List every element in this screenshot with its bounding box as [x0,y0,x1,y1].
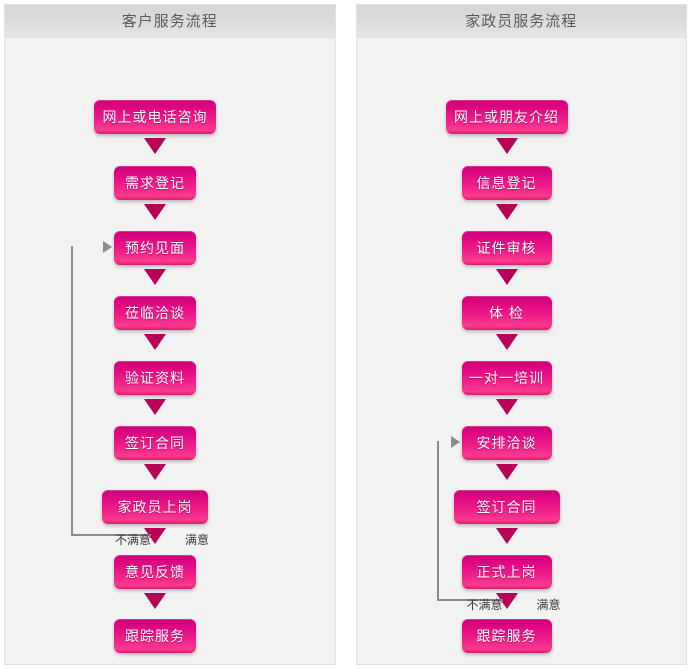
loop-label-unsatisfied-customer: 不满意 [115,533,152,547]
flow-node-housekeeper-7[interactable]: 签订合同 [453,490,560,524]
arrow-down-icon-housekeeper-6 [495,464,518,480]
arrow-down-icon-customer-2 [144,204,166,220]
arrow-down-icon-customer-6 [144,464,166,480]
flow-node-customer-3[interactable]: 预约见面 [114,231,196,265]
flow-node-housekeeper-9[interactable]: 跟踪服务 [461,619,552,653]
panel-header-housekeeper: 家政员服务流程 [356,5,686,38]
arrow-down-icon-housekeeper-2 [495,204,518,220]
panel-header-customer: 客户服务流程 [5,5,335,38]
arrow-down-icon-housekeeper-7 [495,528,518,544]
feedback-loop-arrow-icon-housekeeper [450,436,460,448]
panel-housekeeper-flow: 家政员服务流程 网上或朋友介绍 信息登记 证件审核 体 检 一对一培训 安排洽谈… [355,4,687,665]
panel-body-customer: 网上或电话咨询 需求登记 预约见面 莅临洽谈 验证资料 签订合同 家政员上岗 意… [5,38,335,664]
panel-body-housekeeper: 网上或朋友介绍 信息登记 证件审核 体 检 一对一培训 安排洽谈 签订合同 正式… [356,38,686,664]
flow-node-housekeeper-1[interactable]: 网上或朋友介绍 [445,100,568,134]
flow-node-housekeeper-3[interactable]: 证件审核 [461,231,552,265]
feedback-loop-line-customer [71,246,151,536]
arrow-down-icon-customer-3 [144,269,166,285]
panel-customer-flow: 客户服务流程 网上或电话咨询 需求登记 预约见面 莅临洽谈 验证资料 签订合同 … [4,4,336,665]
arrow-down-icon-customer-7 [144,528,166,544]
page-title-customer: 客户服务流程 [121,12,218,30]
flow-node-customer-6[interactable]: 签订合同 [114,426,196,460]
flow-node-housekeeper-2[interactable]: 信息登记 [461,166,552,200]
flow-node-housekeeper-8[interactable]: 正式上岗 [461,555,552,589]
arrow-down-icon-customer-8 [144,593,166,609]
loop-label-satisfied-housekeeper: 满意 [536,598,561,612]
flow-node-customer-5[interactable]: 验证资料 [114,361,196,395]
feedback-loop-line-housekeeper [436,441,503,601]
flow-node-customer-7[interactable]: 家政员上岗 [102,490,208,524]
page-title-housekeeper: 家政员服务流程 [465,12,578,30]
feedback-loop-arrow-icon-customer [103,241,112,253]
flow-node-customer-9[interactable]: 跟踪服务 [114,619,196,653]
flow-node-housekeeper-5[interactable]: 一对一培训 [461,361,552,395]
flow-node-customer-4[interactable]: 莅临洽谈 [114,296,196,330]
flow-node-housekeeper-4[interactable]: 体 检 [461,296,552,330]
flow-node-customer-8[interactable]: 意见反馈 [114,555,196,589]
arrow-down-icon-customer-5 [144,399,166,415]
flow-node-customer-2[interactable]: 需求登记 [114,166,196,200]
flow-node-customer-1[interactable]: 网上或电话咨询 [94,100,216,134]
flow-node-housekeeper-6[interactable]: 安排洽谈 [461,426,552,460]
arrow-down-icon-housekeeper-4 [495,334,518,350]
arrow-down-icon-customer-4 [144,334,166,350]
loop-label-satisfied-customer: 满意 [185,533,210,547]
arrow-down-icon-customer-1 [144,138,166,154]
arrow-down-icon-housekeeper-3 [495,269,518,285]
arrow-down-icon-housekeeper-1 [495,138,518,154]
arrow-down-icon-housekeeper-8 [495,593,518,609]
loop-label-unsatisfied-housekeeper: 不满意 [466,598,503,612]
arrow-down-icon-housekeeper-5 [495,399,518,415]
